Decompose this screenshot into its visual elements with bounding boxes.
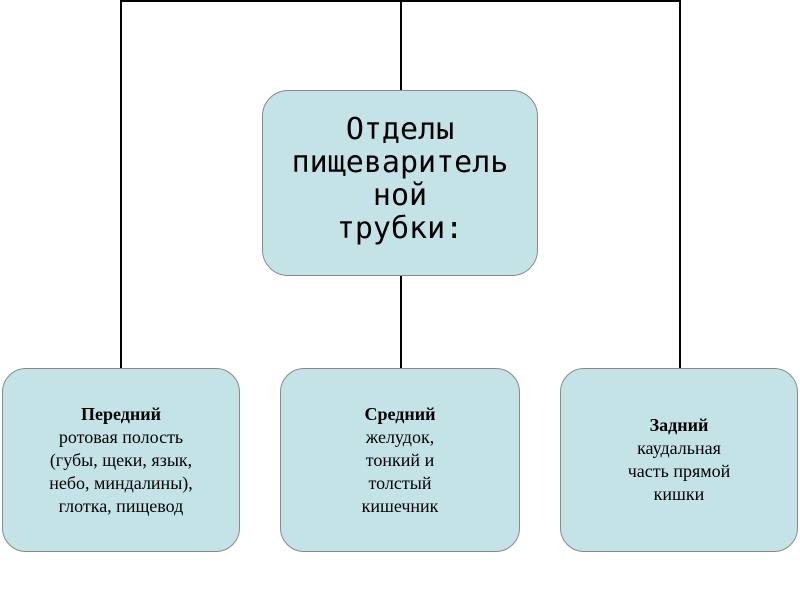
branch-box-front: Передний ротовая полость (губы, щеки, яз… bbox=[2, 368, 240, 552]
center-box: Отделы пищеваритель ной трубки: bbox=[262, 90, 538, 276]
branch-box-middle: Средний желудок, тонкий и толстый кишечн… bbox=[280, 368, 520, 552]
branch-title-front: Передний bbox=[81, 403, 161, 424]
branch-title-middle: Средний bbox=[364, 403, 436, 424]
branch-box-rear: Задний каудальная часть прямой кишки bbox=[560, 368, 798, 552]
center-title: Отделы пищеваритель ной трубки: bbox=[291, 112, 509, 246]
branch-description-middle: желудок, тонкий и толстый кишечник bbox=[361, 426, 439, 516]
branch-description-front: ротовая полость (губы, щеки, язык, небо,… bbox=[49, 426, 193, 516]
branch-title-rear: Задний bbox=[649, 415, 709, 435]
branch-description-rear: каудальная часть прямой кишки bbox=[627, 438, 731, 504]
